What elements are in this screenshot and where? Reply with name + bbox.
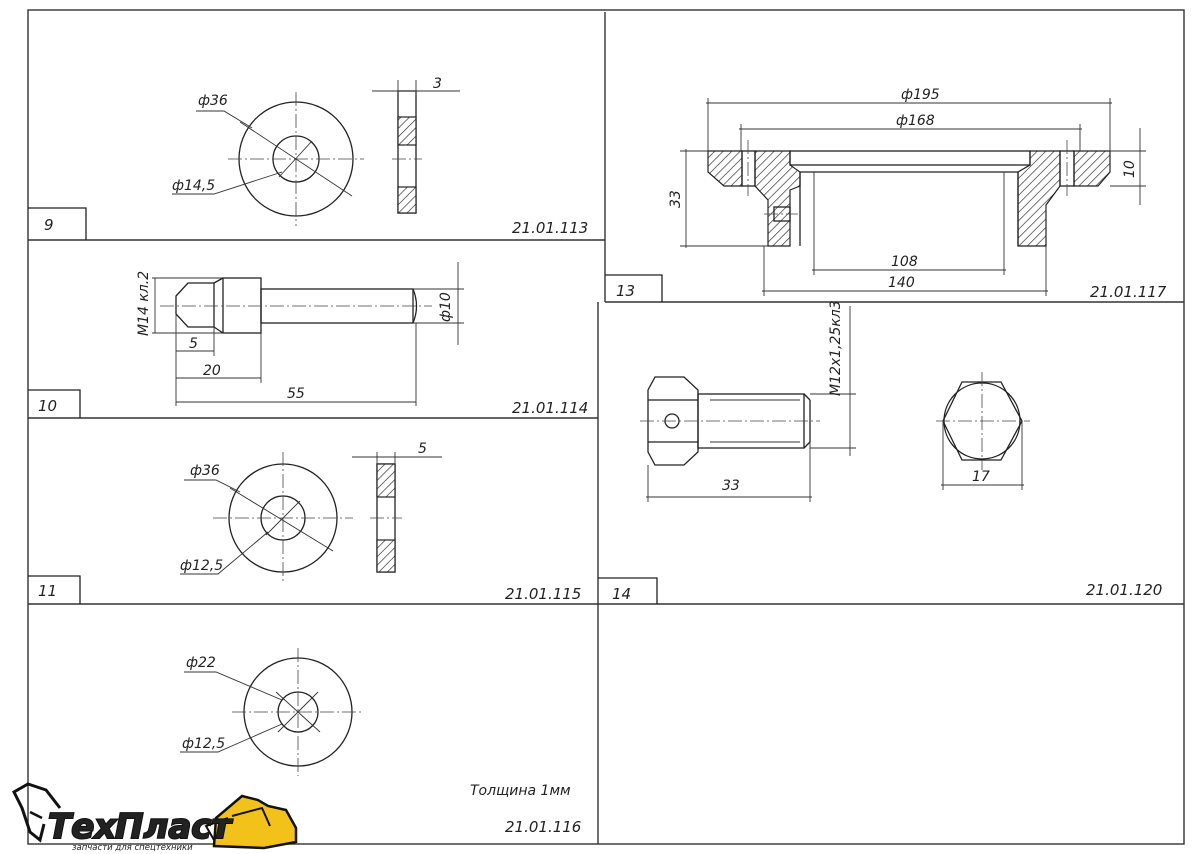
part-code: 21.01.120 (1086, 581, 1162, 599)
diameter-195-label: ф195 (901, 87, 940, 103)
flange-section (680, 98, 1146, 296)
bolt-side-view (640, 306, 856, 502)
panel-12: 21.01.116 Толщина 1мм ф22 ф12,5 (180, 648, 581, 836)
diameter-140-label: 140 (888, 275, 915, 291)
across-flats-label: 17 (972, 469, 990, 485)
height-33-label: 33 (668, 190, 684, 208)
panel-14: 14 21.01.120 M12x1,25кл3 33 (598, 300, 1162, 604)
washer-section-view (372, 80, 460, 214)
part-code: 21.01.117 (1090, 283, 1167, 301)
panel-13: 13 21.01.117 (605, 87, 1167, 302)
outer-diameter-label: ф36 (190, 463, 220, 479)
thickness-note: Толщина 1мм (470, 783, 571, 799)
thread-label: M12x1,25кл3 (828, 300, 844, 396)
sheet-frame (27, 9, 1185, 845)
thickness-label: 5 (418, 441, 427, 457)
inner-diameter-label: ф14,5 (172, 178, 215, 194)
part-code: 21.01.116 (505, 818, 581, 836)
washer-front-view (172, 92, 364, 226)
panel-11: 11 21.01.115 ф36 ф12,5 5 (28, 441, 581, 604)
part-code: 21.01.115 (505, 585, 581, 603)
brand-tagline: запчасти для спецтехники (72, 843, 193, 853)
length-label: 33 (722, 478, 740, 494)
panel-number-box: 11 (28, 575, 81, 604)
panel-9: 9 21.01.113 ф36 ф14,5 3 (28, 76, 588, 240)
inner-diameter-label: ф12,5 (180, 558, 223, 574)
panel-10: 10 21.01.114 M14 кл.2 ф10 5 (28, 262, 588, 418)
panel-number-box: 13 (605, 274, 663, 302)
washer-front-view (180, 648, 364, 776)
panel-number: 10 (38, 397, 57, 415)
inner-diameter-label: ф12,5 (182, 736, 225, 752)
diameter-168-label: ф168 (896, 113, 935, 129)
thickness-label: 3 (433, 76, 442, 92)
panel-number: 9 (44, 216, 54, 234)
panel-number-box: 10 (28, 389, 81, 418)
brand-name-part-1: Тех (48, 807, 117, 847)
height-10-label: 10 (1122, 160, 1138, 178)
diameter-108-label: 108 (891, 254, 918, 270)
excavator-icon (12, 782, 298, 850)
panel-number: 11 (38, 582, 57, 600)
brand-logo: Тех Пласт запчасти для спецтехники (12, 782, 298, 853)
washer-section-view (352, 452, 442, 573)
panel-number-box: 14 (598, 577, 658, 604)
length-55-label: 55 (287, 386, 305, 402)
length-20-label: 20 (203, 363, 221, 379)
outer-diameter-label: ф22 (186, 655, 216, 671)
part-code: 21.01.113 (512, 219, 588, 237)
length-5-label: 5 (189, 336, 198, 352)
diameter-label: ф10 (438, 292, 454, 322)
brand-name-part-2: Пласт (115, 807, 233, 847)
panel-number: 13 (616, 282, 635, 300)
thread-label: M14 кл.2 (136, 271, 152, 336)
part-code: 21.01.114 (512, 399, 588, 417)
panel-number: 14 (612, 585, 631, 603)
pin-drawing (152, 262, 464, 406)
panel-number-box: 9 (28, 207, 87, 240)
bolt-head-end-view (936, 372, 1030, 490)
outer-diameter-label: ф36 (198, 93, 228, 109)
washer-front-view (180, 452, 353, 584)
